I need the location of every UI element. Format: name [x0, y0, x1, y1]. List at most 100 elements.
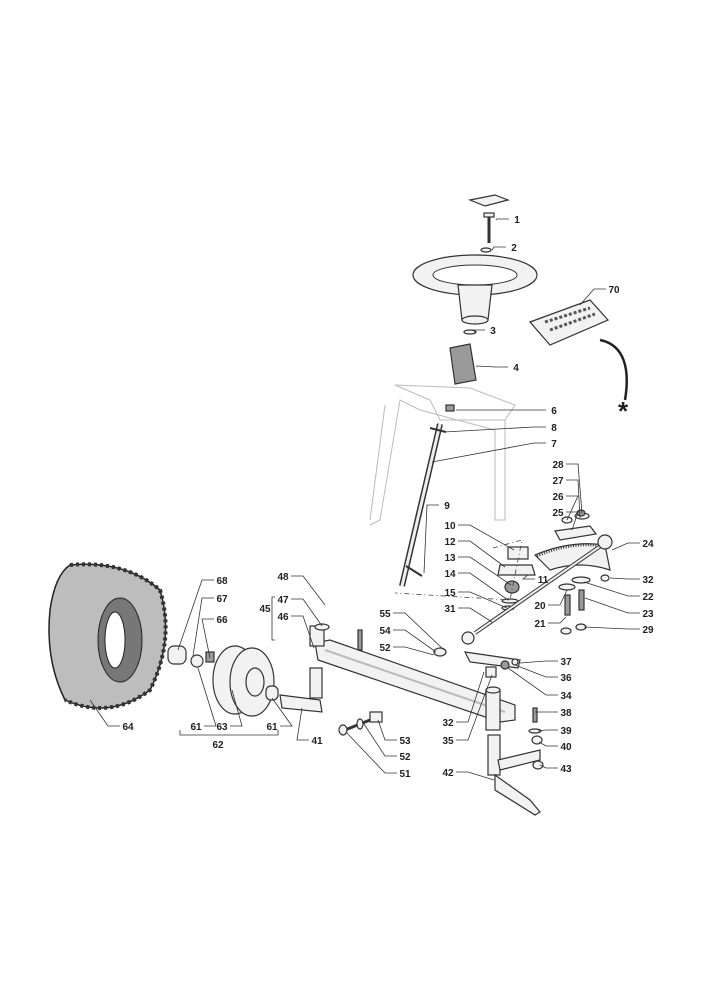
steering-wheel [412, 254, 538, 325]
leader-line [377, 719, 397, 741]
steering-shaft [399, 423, 447, 587]
callout-9: 9 [444, 501, 450, 512]
leader-line [609, 577, 640, 580]
callout-11: 11 [538, 575, 549, 586]
callout-46: 46 [277, 612, 289, 623]
callout-3: 3 [490, 326, 496, 337]
leader-line [291, 575, 326, 606]
steering-arm [463, 651, 521, 678]
bracket-45 [271, 596, 275, 641]
callout-32: 32 [442, 718, 454, 729]
leader-line [548, 616, 567, 624]
bushing [265, 685, 279, 701]
callout-1: 1 [514, 215, 520, 226]
nut [600, 574, 610, 582]
bolt [564, 594, 571, 616]
leader-line [443, 426, 546, 433]
leader-line [495, 218, 509, 221]
leader-line [521, 574, 535, 580]
leader-line [271, 697, 293, 727]
nut [532, 760, 544, 770]
callout-53: 53 [399, 736, 411, 747]
left-spindle [279, 623, 330, 713]
dashboard-frame-outline [369, 384, 516, 526]
pivot-plate [554, 509, 598, 541]
leader-line [458, 524, 515, 551]
callout-14: 14 [444, 569, 456, 580]
callout-20: 20 [534, 601, 546, 612]
callout-15: 15 [444, 588, 456, 599]
callout-48: 48 [277, 572, 289, 583]
callout-31: 31 [444, 604, 456, 615]
leader-line [583, 581, 640, 597]
washer [558, 583, 576, 591]
leader-line [456, 671, 485, 723]
leader-line [584, 597, 640, 614]
wheel-rim [212, 645, 275, 717]
asterisk-marker: * [618, 396, 629, 426]
leader-line [456, 674, 493, 741]
callout-4: 4 [513, 363, 519, 374]
washer [480, 247, 492, 253]
leader-line [539, 764, 558, 769]
spacer [433, 647, 447, 657]
nut [560, 627, 572, 635]
drag-link [461, 534, 613, 645]
steering-cap [467, 194, 510, 207]
leader-line [458, 556, 512, 586]
callout-2: 2 [511, 243, 517, 254]
callout-25: 25 [552, 508, 564, 519]
leader-line [566, 463, 583, 514]
bracket-62 [179, 730, 279, 736]
callout-55: 55 [379, 609, 391, 620]
leader-line [296, 707, 309, 741]
callout-64: 64 [122, 722, 134, 733]
callout-51: 51 [399, 769, 411, 780]
callout-32: 32 [642, 575, 654, 586]
leader-line [491, 246, 506, 251]
callout-38: 38 [560, 708, 572, 719]
callout-61: 61 [190, 722, 202, 733]
leader-line [393, 646, 435, 656]
callout-45: 45 [259, 604, 271, 615]
callout-26: 26 [552, 492, 564, 503]
leader-line [475, 365, 508, 368]
washer [571, 576, 591, 584]
callout-35: 35 [442, 736, 454, 747]
callout-70: 70 [608, 285, 620, 296]
callout-36: 36 [560, 673, 572, 684]
leader-line [458, 591, 508, 609]
callout-43: 43 [560, 764, 572, 775]
callout-12: 12 [444, 537, 456, 548]
callout-52: 52 [399, 752, 411, 763]
callout-52: 52 [379, 643, 391, 654]
leader-line [192, 597, 214, 657]
leader-line [431, 442, 546, 463]
leader-line [507, 667, 558, 696]
front-axle [314, 639, 516, 723]
callout-21: 21 [534, 619, 546, 630]
leader-line [458, 607, 493, 623]
leader-line [393, 612, 445, 651]
callout-8: 8 [551, 423, 557, 434]
callout-22: 22 [642, 592, 654, 603]
leader-line [472, 329, 485, 334]
leader-line [291, 598, 323, 627]
pinion-gear [497, 546, 536, 611]
leader-line [423, 504, 439, 574]
bolt [357, 629, 363, 651]
leader-line [456, 771, 495, 781]
leader-line [537, 729, 558, 732]
callout-41: 41 [311, 736, 323, 747]
leader-line [519, 660, 558, 664]
bolt [578, 589, 585, 611]
callout-39: 39 [560, 726, 572, 737]
callout-24: 24 [642, 539, 654, 550]
leader-line [363, 723, 397, 757]
callout-62: 62 [212, 740, 224, 751]
callout-66: 66 [216, 615, 228, 626]
leader-line [201, 618, 214, 659]
leader-line [230, 689, 243, 727]
right-spindle [485, 686, 541, 816]
